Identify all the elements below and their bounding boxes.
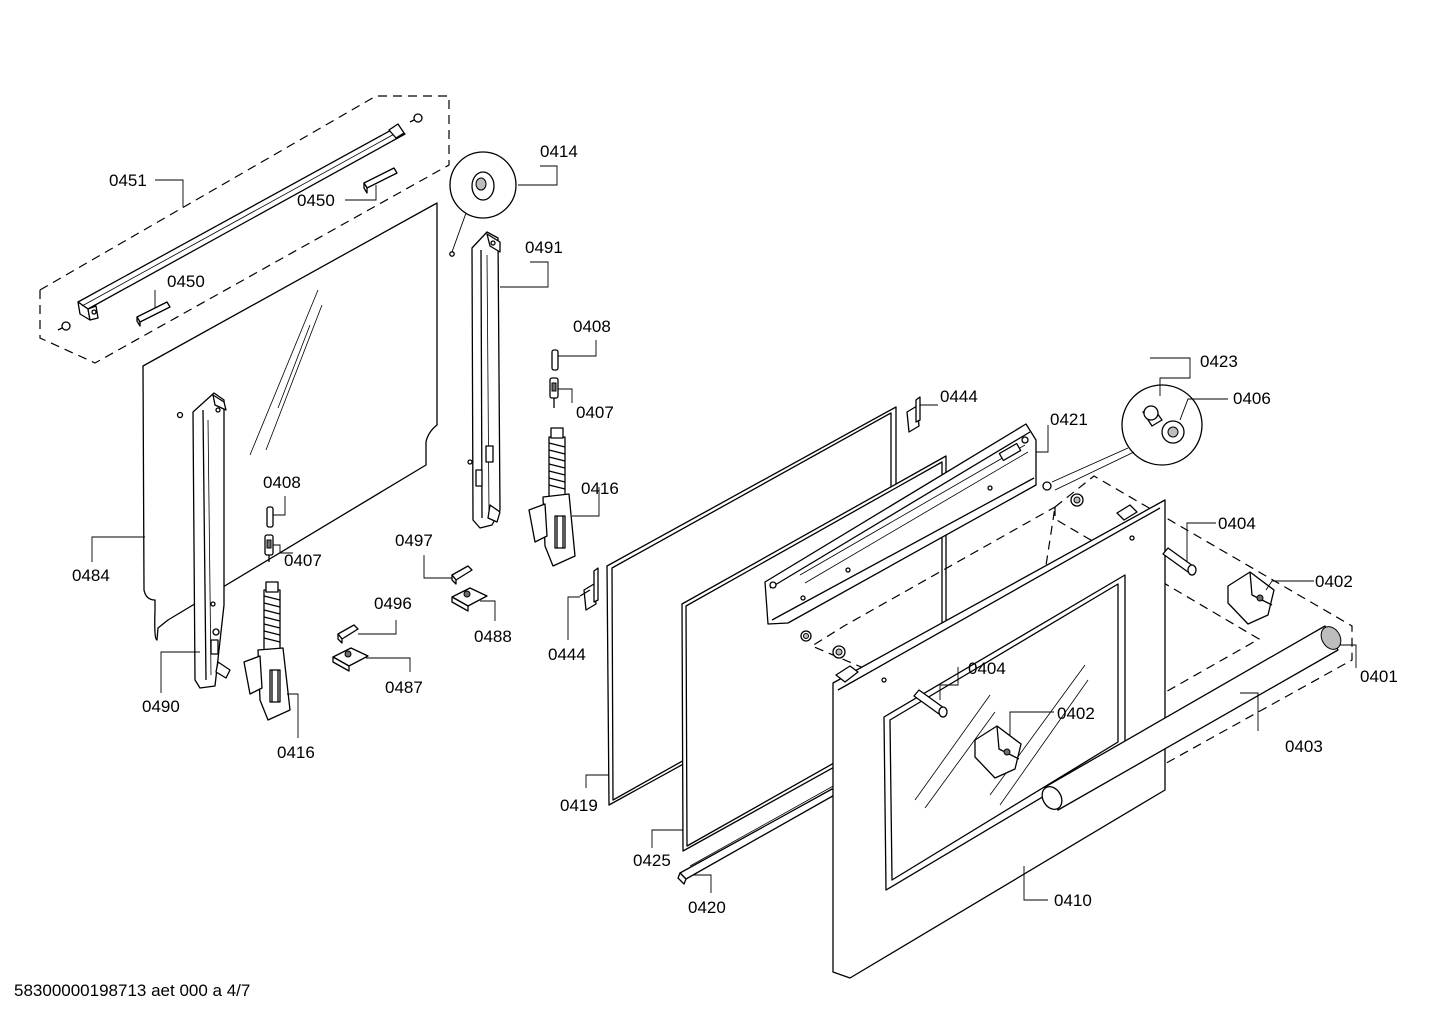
leader-lines [91,165,1357,901]
label-0420: 0420 [688,898,726,917]
handle-end-cap [974,571,1275,779]
label-0451: 0451 [109,171,147,190]
label-0419: 0419 [560,796,598,815]
trim-group-outline [39,95,450,364]
hinge-rail-left [192,392,231,689]
label-0402: 0402 [1315,572,1353,591]
drawing-reference-number: 58300000198713 aet 000 a 4/7 [14,981,251,1000]
spacer-block [136,167,398,327]
label-0407: 0407 [284,551,322,570]
label-0406: 0406 [1233,389,1271,408]
hinge-pin [264,506,274,562]
label-0416: 0416 [581,479,619,498]
label-0407: 0407 [576,403,614,422]
detail-bubble-0423 [1051,384,1203,491]
hinge-spring-left [243,581,291,721]
label-0425: 0425 [633,851,671,870]
label-0408: 0408 [573,317,611,336]
glass-clip [906,396,921,433]
label-0488: 0488 [474,627,512,646]
glass-clip [579,567,599,611]
clip-part [332,565,488,672]
label-0450: 0450 [297,191,335,210]
label-0403: 0403 [1285,737,1323,756]
trim-strip [77,123,406,321]
label-0487: 0487 [385,678,423,697]
label-0414: 0414 [540,142,578,161]
hinge-spring-right [528,427,576,567]
washer [800,481,1084,659]
label-0444: 0444 [940,387,978,406]
inner-glass-panel [142,202,438,641]
screw [57,113,423,331]
label-0450: 0450 [167,272,205,291]
label-0423: 0423 [1200,352,1238,371]
label-0490: 0490 [142,697,180,716]
label-0484: 0484 [72,566,110,585]
label-0402: 0402 [1057,704,1095,723]
handle-standoff [913,547,1197,718]
label-0408: 0408 [263,473,301,492]
label-0496: 0496 [374,594,412,613]
glass-frame-profile [764,423,1037,625]
handle-group-outline-inner [810,505,1261,753]
detail-bubble-0414 [449,151,517,257]
label-0410: 0410 [1054,891,1092,910]
label-0404: 0404 [968,659,1006,678]
label-0497: 0497 [395,531,433,550]
label-0444: 0444 [548,645,586,664]
label-0404: 0404 [1218,514,1256,533]
label-0416: 0416 [277,743,315,762]
label-0401: 0401 [1360,667,1398,686]
label-0421: 0421 [1050,410,1088,429]
hinge-pin [549,349,559,408]
door-handle-bar [1041,625,1342,811]
label-0491: 0491 [525,238,563,257]
hinge-rail-right [467,231,501,529]
part-labels: 0451 0450 0450 0414 0491 0408 0407 0416 … [72,142,1398,917]
